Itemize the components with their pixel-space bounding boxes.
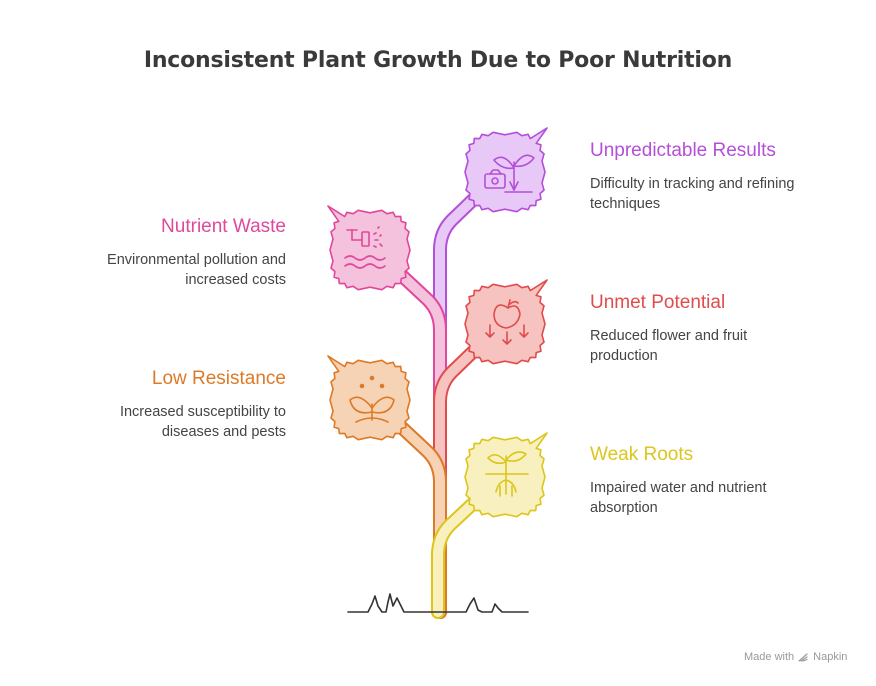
wilted-plant-icon [349, 375, 395, 423]
desc-weak-roots-line2: absorption [590, 500, 658, 516]
stem-unmet-potential [433, 338, 487, 619]
ground-line [347, 593, 529, 613]
desc-unpredictable-results-line1: Difficulty in tracking and refining [590, 176, 795, 192]
stem-unpredictable [433, 186, 487, 619]
apple-decline-icon [485, 299, 529, 345]
plant-growth-icon [484, 154, 535, 193]
napkin-credit[interactable]: Made with Napkin [744, 651, 847, 663]
desc-unmet-potential-line2: production [590, 348, 658, 364]
water-pollution-icon [344, 226, 386, 269]
label-unpredictable-results: Unpredictable Results [590, 140, 776, 161]
stem-low-resistance [391, 417, 447, 619]
diagram-title: Inconsistent Plant Growth Due to Poor Nu… [143, 48, 733, 73]
label-nutrient-waste: Nutrient Waste [161, 216, 286, 237]
leaf-low-resistance [327, 355, 411, 441]
napkin-brand-text: Napkin [813, 651, 848, 663]
stem-nutrient-waste [391, 265, 447, 619]
label-low-resistance: Low Resistance [151, 368, 286, 389]
desc-nutrient-waste-line1: Environmental pollution and [107, 252, 286, 268]
desc-nutrient-waste-line2: increased costs [185, 272, 286, 288]
desc-low-resistance-line1: Increased susceptibility to [119, 404, 286, 420]
label-unmet-potential: Unmet Potential [590, 292, 726, 313]
napkin-logo-icon [798, 652, 808, 662]
leaf-nutrient-waste [327, 205, 411, 291]
stem-weak-roots [431, 490, 487, 619]
leaf-unmet-potential [464, 279, 548, 365]
made-with-text: Made with [744, 651, 795, 663]
desc-weak-roots-line1: Impaired water and nutrient [590, 480, 767, 496]
roots-icon [485, 451, 529, 497]
label-weak-roots: Weak Roots [590, 444, 694, 465]
desc-low-resistance-line2: diseases and pests [161, 424, 286, 440]
desc-unmet-potential-line1: Reduced flower and fruit [590, 328, 748, 344]
leaf-unpredictable [464, 127, 548, 213]
desc-unpredictable-results-line2: techniques [590, 196, 661, 212]
